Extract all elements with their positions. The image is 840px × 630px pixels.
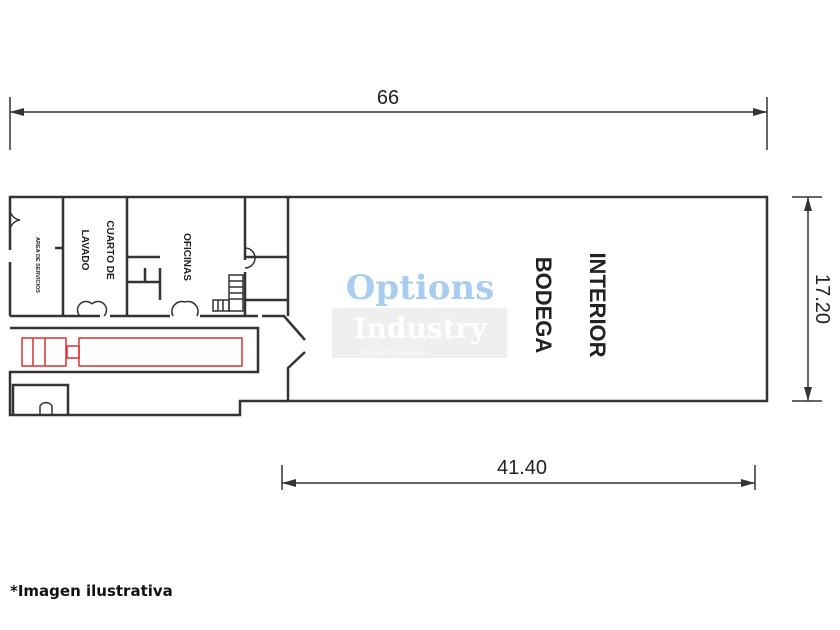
room-label-interior: INTERIOR <box>585 252 610 357</box>
stairs <box>212 274 244 312</box>
dimension-66-label: 66 <box>377 87 399 109</box>
dimension-total-width: 66 <box>9 87 768 150</box>
truck-outline <box>21 337 243 367</box>
room-label-bodega: BODEGA <box>531 257 556 354</box>
dimension-height: 17.20 <box>792 196 833 402</box>
room-label-cuarto: CUARTO DE <box>104 220 115 280</box>
walls <box>8 195 769 417</box>
dimension-17-20-label: 17.20 <box>811 274 833 324</box>
watermark-logo: Options Industry We Make Things Happen! <box>332 268 507 358</box>
dimension-41-40-label: 41.40 <box>497 457 547 479</box>
room-label-lavado: LAVADO <box>79 230 90 271</box>
watermark-tagline: We Make Things Happen! <box>360 351 429 357</box>
footnote: *Imagen ilustrativa <box>10 582 173 600</box>
room-label-oficinas: OFICINAS <box>181 233 192 281</box>
watermark-options: Options <box>346 268 495 308</box>
watermark-industry: Industry <box>353 312 487 345</box>
room-label-servicios: AREA DE SERVICIOS <box>34 237 40 293</box>
dimension-warehouse-width: 41.40 <box>281 457 756 490</box>
